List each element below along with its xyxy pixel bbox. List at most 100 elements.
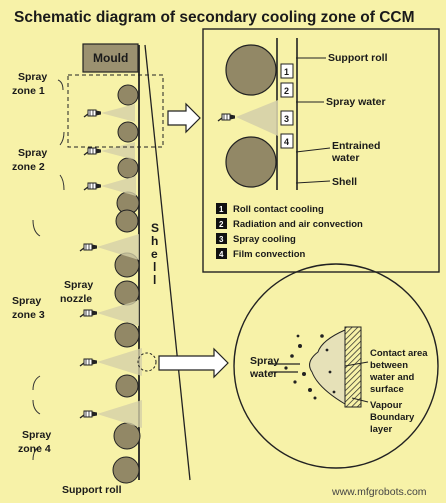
- legend-marker: [216, 233, 227, 244]
- legend-item: 2 Radiation and air convection: [216, 218, 363, 230]
- support-roll: [114, 322, 140, 348]
- legend-label: Film convection: [233, 249, 306, 260]
- zone-bracket: [32, 399, 41, 415]
- zone-marker-number: 2: [284, 86, 289, 96]
- detail-circle-bottom: [233, 263, 439, 469]
- support-roll: [115, 374, 139, 398]
- shell-letter: h: [151, 234, 159, 248]
- legend-item: 4 Film convection: [216, 248, 306, 260]
- spray-cone: [97, 348, 142, 376]
- support-roll-bottom-label: Support roll: [62, 484, 122, 496]
- support-roll: [117, 157, 139, 179]
- zone-marker: [280, 63, 294, 79]
- spray-nozzle: [79, 358, 98, 367]
- droplet: [308, 388, 312, 392]
- legend-item: 1 Roll contact cooling: [216, 203, 324, 215]
- support-roll: [117, 121, 139, 143]
- support-roll: [113, 422, 141, 450]
- shell-letter: l: [153, 273, 157, 287]
- droplet: [284, 366, 288, 370]
- vapour-boundary-label: Vapour Boundary layer: [370, 400, 417, 435]
- zone-bracket: [57, 79, 64, 91]
- zone-bracket: [59, 131, 65, 146]
- droplet: [298, 344, 302, 348]
- shell-label: S h e l l: [151, 221, 160, 287]
- spray-cone: [97, 234, 139, 260]
- mould-label: Mould: [93, 51, 128, 65]
- leader-line: [295, 147, 331, 153]
- spray-cone: [97, 300, 139, 326]
- zone-bracket: [32, 219, 41, 237]
- droplet: [302, 372, 306, 376]
- legend-number: 1: [219, 205, 224, 214]
- legend: 1 Roll contact cooling 2 Radiation and a…: [216, 203, 363, 260]
- droplet: [325, 348, 329, 352]
- legend-label: Roll contact cooling: [233, 204, 324, 215]
- hatched-wall: [344, 326, 362, 408]
- droplet: [313, 396, 317, 400]
- strand-line-right: [144, 44, 191, 481]
- spray-zone-1-label: Spray zone 1: [12, 71, 50, 97]
- zone-separators: [32, 79, 65, 461]
- detail-support-roll-label: Support roll: [328, 52, 388, 64]
- shell-letter: S: [151, 221, 160, 235]
- vapour-film: [309, 329, 346, 405]
- spray-nozzles: [79, 104, 142, 428]
- detail-spray-water-label-bottom: Spray water: [249, 355, 282, 380]
- zone-bracket: [59, 174, 65, 191]
- legend-number: 4: [219, 250, 224, 259]
- detail-zone-marker-numbers: 1 2 3 4: [284, 67, 289, 147]
- detail-box-top: [202, 28, 440, 273]
- legend-label: Spray cooling: [233, 234, 296, 245]
- zone-marker: [280, 133, 294, 149]
- support-roll: [112, 456, 140, 484]
- detail-bottom-content: [268, 326, 369, 408]
- legend-marker: [216, 248, 227, 259]
- support-roll: [115, 209, 139, 233]
- legend-number: 3: [219, 235, 224, 244]
- spray-cone: [97, 400, 142, 428]
- shell-letter: e: [151, 247, 159, 261]
- leader-line: [344, 361, 369, 367]
- spray-cone: [101, 104, 135, 122]
- spray-nozzle: [79, 410, 98, 419]
- droplet: [320, 334, 324, 338]
- detail-support-roll: [225, 136, 277, 188]
- zone-marker-number: 4: [284, 137, 289, 147]
- zoom-arrow-bottom: [158, 347, 229, 379]
- droplet: [296, 334, 300, 338]
- legend-marker: [216, 203, 227, 214]
- droplet: [328, 370, 332, 374]
- legend-number: 2: [219, 220, 224, 229]
- mould-block: [82, 43, 139, 73]
- zone-bracket: [32, 445, 41, 461]
- spray-nozzle: [83, 147, 102, 156]
- zone-marker: [280, 110, 294, 126]
- zone-marker: [280, 82, 294, 98]
- zoom-selection-box: [67, 74, 164, 148]
- diagram-title: Schematic diagram of secondary cooling z…: [14, 9, 415, 26]
- spray-cone: [101, 176, 136, 196]
- spray-zone-3-label: Spray zone 3: [12, 295, 45, 321]
- zone-bracket: [32, 375, 41, 391]
- detail-zone-markers: [280, 63, 294, 149]
- legend-label: Radiation and air convection: [233, 219, 363, 230]
- legend-item: 3 Spray cooling: [216, 233, 296, 245]
- spray-zone-4-label: Spray zone 4: [18, 429, 54, 455]
- leader-line: [295, 180, 331, 184]
- droplet: [332, 390, 336, 394]
- watermark: www.mfgrobots.com: [331, 486, 427, 498]
- droplet: [293, 380, 297, 384]
- spray-nozzle: [83, 182, 102, 191]
- detail-top-content: 1 2 3 4: [217, 38, 331, 190]
- droplet: [290, 354, 294, 358]
- zone-marker-number: 1: [284, 67, 289, 77]
- spray-nozzle-label: Spray nozzle: [60, 279, 96, 305]
- spray-direction-arrows: [268, 363, 300, 373]
- shell-letter: l: [153, 260, 157, 274]
- zoom-selection-circle: [137, 352, 157, 372]
- zoom-arrow-top: [167, 102, 201, 134]
- contact-area-label: Contact area between water and surface: [369, 348, 430, 395]
